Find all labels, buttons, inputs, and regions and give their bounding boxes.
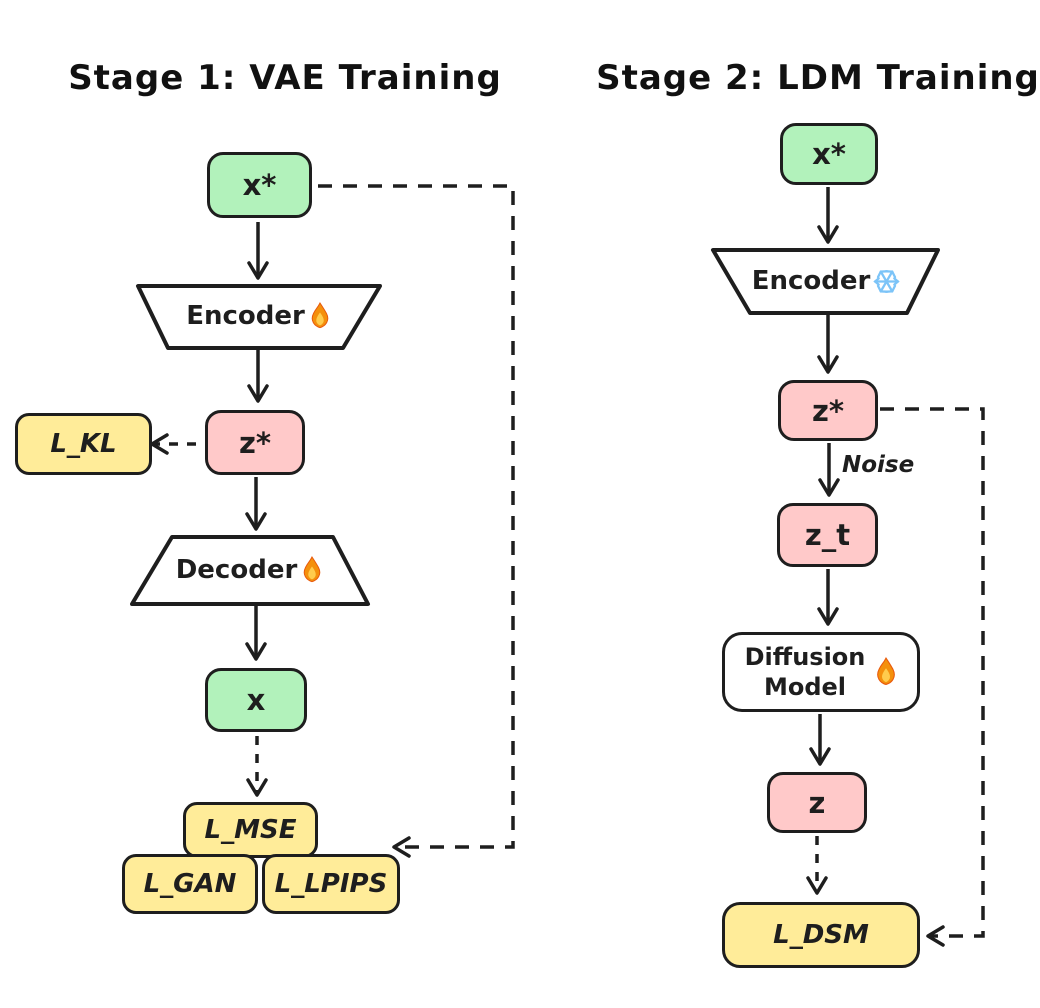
stage2-latent-label: z* (811, 393, 845, 428)
stage2-noised-latent-node: z_t (777, 503, 878, 567)
fire-icon (873, 657, 899, 687)
stage1-loss-lpips-label: L_LPIPS (274, 869, 388, 899)
stage1-reconstruction-label: x (246, 683, 266, 717)
stage1-latent-label: z* (238, 425, 272, 460)
stage2-diffusion-model-node: Diffusion Model (722, 632, 920, 712)
feedback-xstar-to-losses (318, 184, 515, 858)
stage2-diffusion-model-label: Diffusion Model (744, 643, 866, 701)
stage1-encoder-label: Encoder (154, 296, 364, 336)
stage1-loss-mse-node: L_MSE (183, 802, 318, 858)
fire-icon (300, 556, 324, 584)
stage2-encoder-trapezoid (711, 248, 940, 315)
fire-icon (308, 302, 332, 330)
stage1-loss-mse-label: L_MSE (204, 815, 297, 845)
stage2-prediction-label: z (808, 785, 826, 820)
stage1-loss-kl-node: L_KL (15, 413, 152, 475)
stage1-latent-node: z* (205, 410, 305, 475)
stage2-loss-dsm-node: L_DSM (722, 902, 920, 968)
stage2-noised-latent-label: z_t (804, 518, 851, 552)
stage2-title: Stage 2: LDM Training (596, 58, 1040, 98)
stage2-encoder-text: Encoder (751, 266, 871, 296)
snowflake-icon (873, 268, 900, 295)
stage1-input-label: x* (242, 168, 277, 202)
stage2-prediction-node: z (767, 772, 867, 833)
stage2-latent-node: z* (778, 380, 878, 441)
stage1-decoder-label: Decoder (145, 550, 355, 590)
feedback-zstar-to-ldsm (880, 407, 985, 947)
stage2-encoder-label: Encoder (721, 261, 931, 301)
stage1-decoder-trapezoid (130, 535, 370, 606)
stage1-encoder-trapezoid (136, 284, 382, 350)
stage1-reconstruction-node: x (205, 668, 307, 732)
stage1-loss-kl-label: L_KL (50, 429, 117, 459)
stage2-loss-dsm-label: L_DSM (773, 920, 869, 950)
stage1-decoder-text: Decoder (175, 555, 298, 585)
stage2-input-node: x* (780, 123, 878, 185)
stage1-input-node: x* (207, 152, 312, 218)
stage1-encoder-text: Encoder (186, 301, 305, 331)
stage2-input-label: x* (812, 137, 846, 171)
stage1-loss-lpips-node: L_LPIPS (262, 854, 400, 914)
stage1-loss-gan-node: L_GAN (122, 854, 258, 914)
noise-edge-label: Noise (842, 452, 915, 478)
stage1-loss-gan-label: L_GAN (143, 869, 237, 899)
stage1-title: Stage 1: VAE Training (68, 58, 502, 98)
